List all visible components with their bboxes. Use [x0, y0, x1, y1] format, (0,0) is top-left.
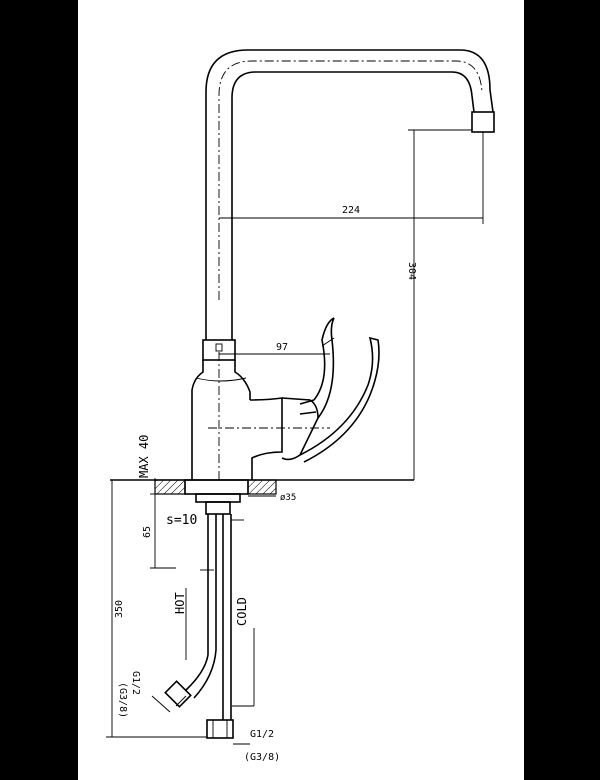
dim-350-label: 350: [114, 600, 125, 618]
mounting-base: [110, 479, 414, 515]
faucet-body: [191, 352, 330, 480]
lever-handle: [281, 317, 380, 463]
cold-label: COLD: [235, 597, 249, 626]
hot-label: HOT: [173, 592, 187, 614]
dim-304-label: 304: [406, 262, 417, 280]
wrench-size-label: s=10: [166, 513, 197, 528]
dim-224-label: 224: [342, 205, 360, 216]
thread-hot-alt-label: (G3/8): [117, 682, 128, 718]
spout: [205, 49, 495, 340]
dim-65-label: 65: [142, 526, 153, 538]
thread-cold-alt-label: (G3/8): [244, 752, 280, 763]
supply-hoses: [164, 514, 234, 739]
thread-cold-main-label: G1/2: [250, 729, 274, 740]
dim-97-label: 97: [276, 342, 288, 353]
dim-max40-label: MAX 40: [137, 435, 151, 478]
dimension-lines: [106, 129, 484, 745]
thread-hot-main-label: G1/2: [130, 671, 141, 695]
dim-diameter-label: ø35: [280, 493, 296, 503]
